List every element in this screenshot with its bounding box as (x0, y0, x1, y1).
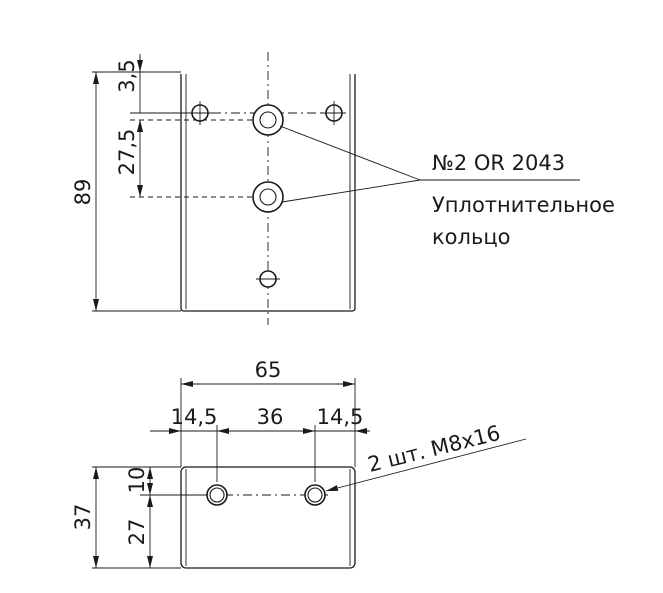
leader-line (281, 179, 421, 203)
mounting-hole (256, 270, 280, 288)
dim-37-label: 37 (71, 504, 95, 531)
dim-89-label: 89 (71, 179, 95, 206)
leader-line (325, 438, 527, 492)
dim-27-5-label: 27,5 (115, 129, 139, 176)
o-ring-port (252, 104, 284, 136)
dim-10-label: 10 (125, 467, 149, 494)
dim-36-label: 36 (257, 405, 284, 429)
leader-line (279, 125, 421, 181)
dim-3-5-label: 3,5 (115, 59, 139, 92)
mounting-hole (322, 101, 346, 125)
o-ring-callout-line1: Уплотнительное (432, 193, 615, 217)
dim-65-label: 65 (255, 358, 282, 382)
top-view: 89 3,5 27,5 (71, 52, 615, 325)
mounting-hole (188, 101, 212, 125)
o-ring-port (252, 181, 284, 213)
bottom-plate-outline (180, 466, 356, 569)
dim-14-5-right-label: 14,5 (317, 405, 364, 429)
threaded-hole (304, 484, 326, 506)
top-plate-outline (180, 74, 356, 312)
dim-27-label: 27 (125, 519, 149, 546)
threaded-hole (206, 484, 228, 506)
dim-14-5-left-label: 14,5 (171, 405, 218, 429)
thread-callout: 2 шт. M8x16 (365, 421, 502, 477)
o-ring-callout-title: №2 OR 2043 (432, 151, 565, 175)
o-ring-callout-line2: кольцо (432, 225, 510, 249)
bottom-view: 65 14,5 36 14,5 37 10 27 (71, 358, 527, 569)
